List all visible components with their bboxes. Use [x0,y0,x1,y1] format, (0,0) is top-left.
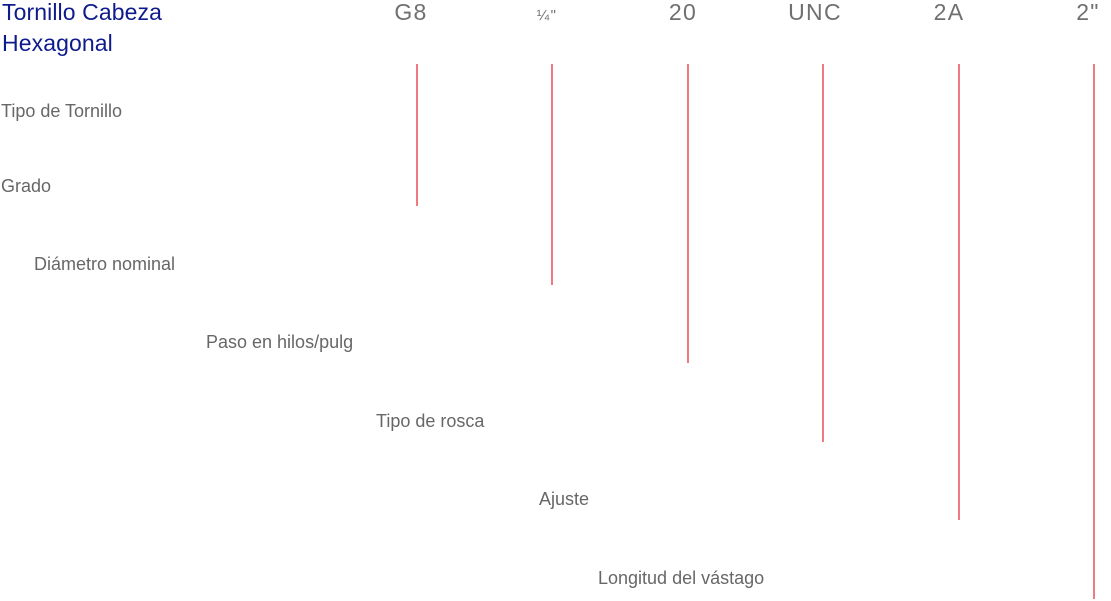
thread-type-code: UNC [788,0,842,25]
pitch-code: 20 [668,0,698,25]
length-connector [711,64,1095,600]
pitch-label: Paso en hilos/pulg [206,332,354,352]
thread-type-connector [440,64,824,443]
length-label: Longitud del vástago [598,568,765,588]
grade-code: G8 [394,0,428,25]
grade-connector [34,64,418,207]
diagram-title: Tornillo Cabeza Hexagonal [2,0,163,56]
fit-code: 2A [933,0,965,25]
fit-connector [576,64,960,521]
pitch-connector [305,64,689,364]
diameter-connector [170,64,553,286]
length-code: 2" [1076,0,1100,25]
diameter-label: Diámetro nominal [34,254,176,274]
fit-label: Ajuste [539,489,590,509]
grade-label: Grado [1,176,52,196]
diameter-code: ¼" [536,7,558,24]
thread-type-label: Tipo de rosca [376,411,485,431]
screw-type-label: Tipo de Tornillo [1,101,123,121]
